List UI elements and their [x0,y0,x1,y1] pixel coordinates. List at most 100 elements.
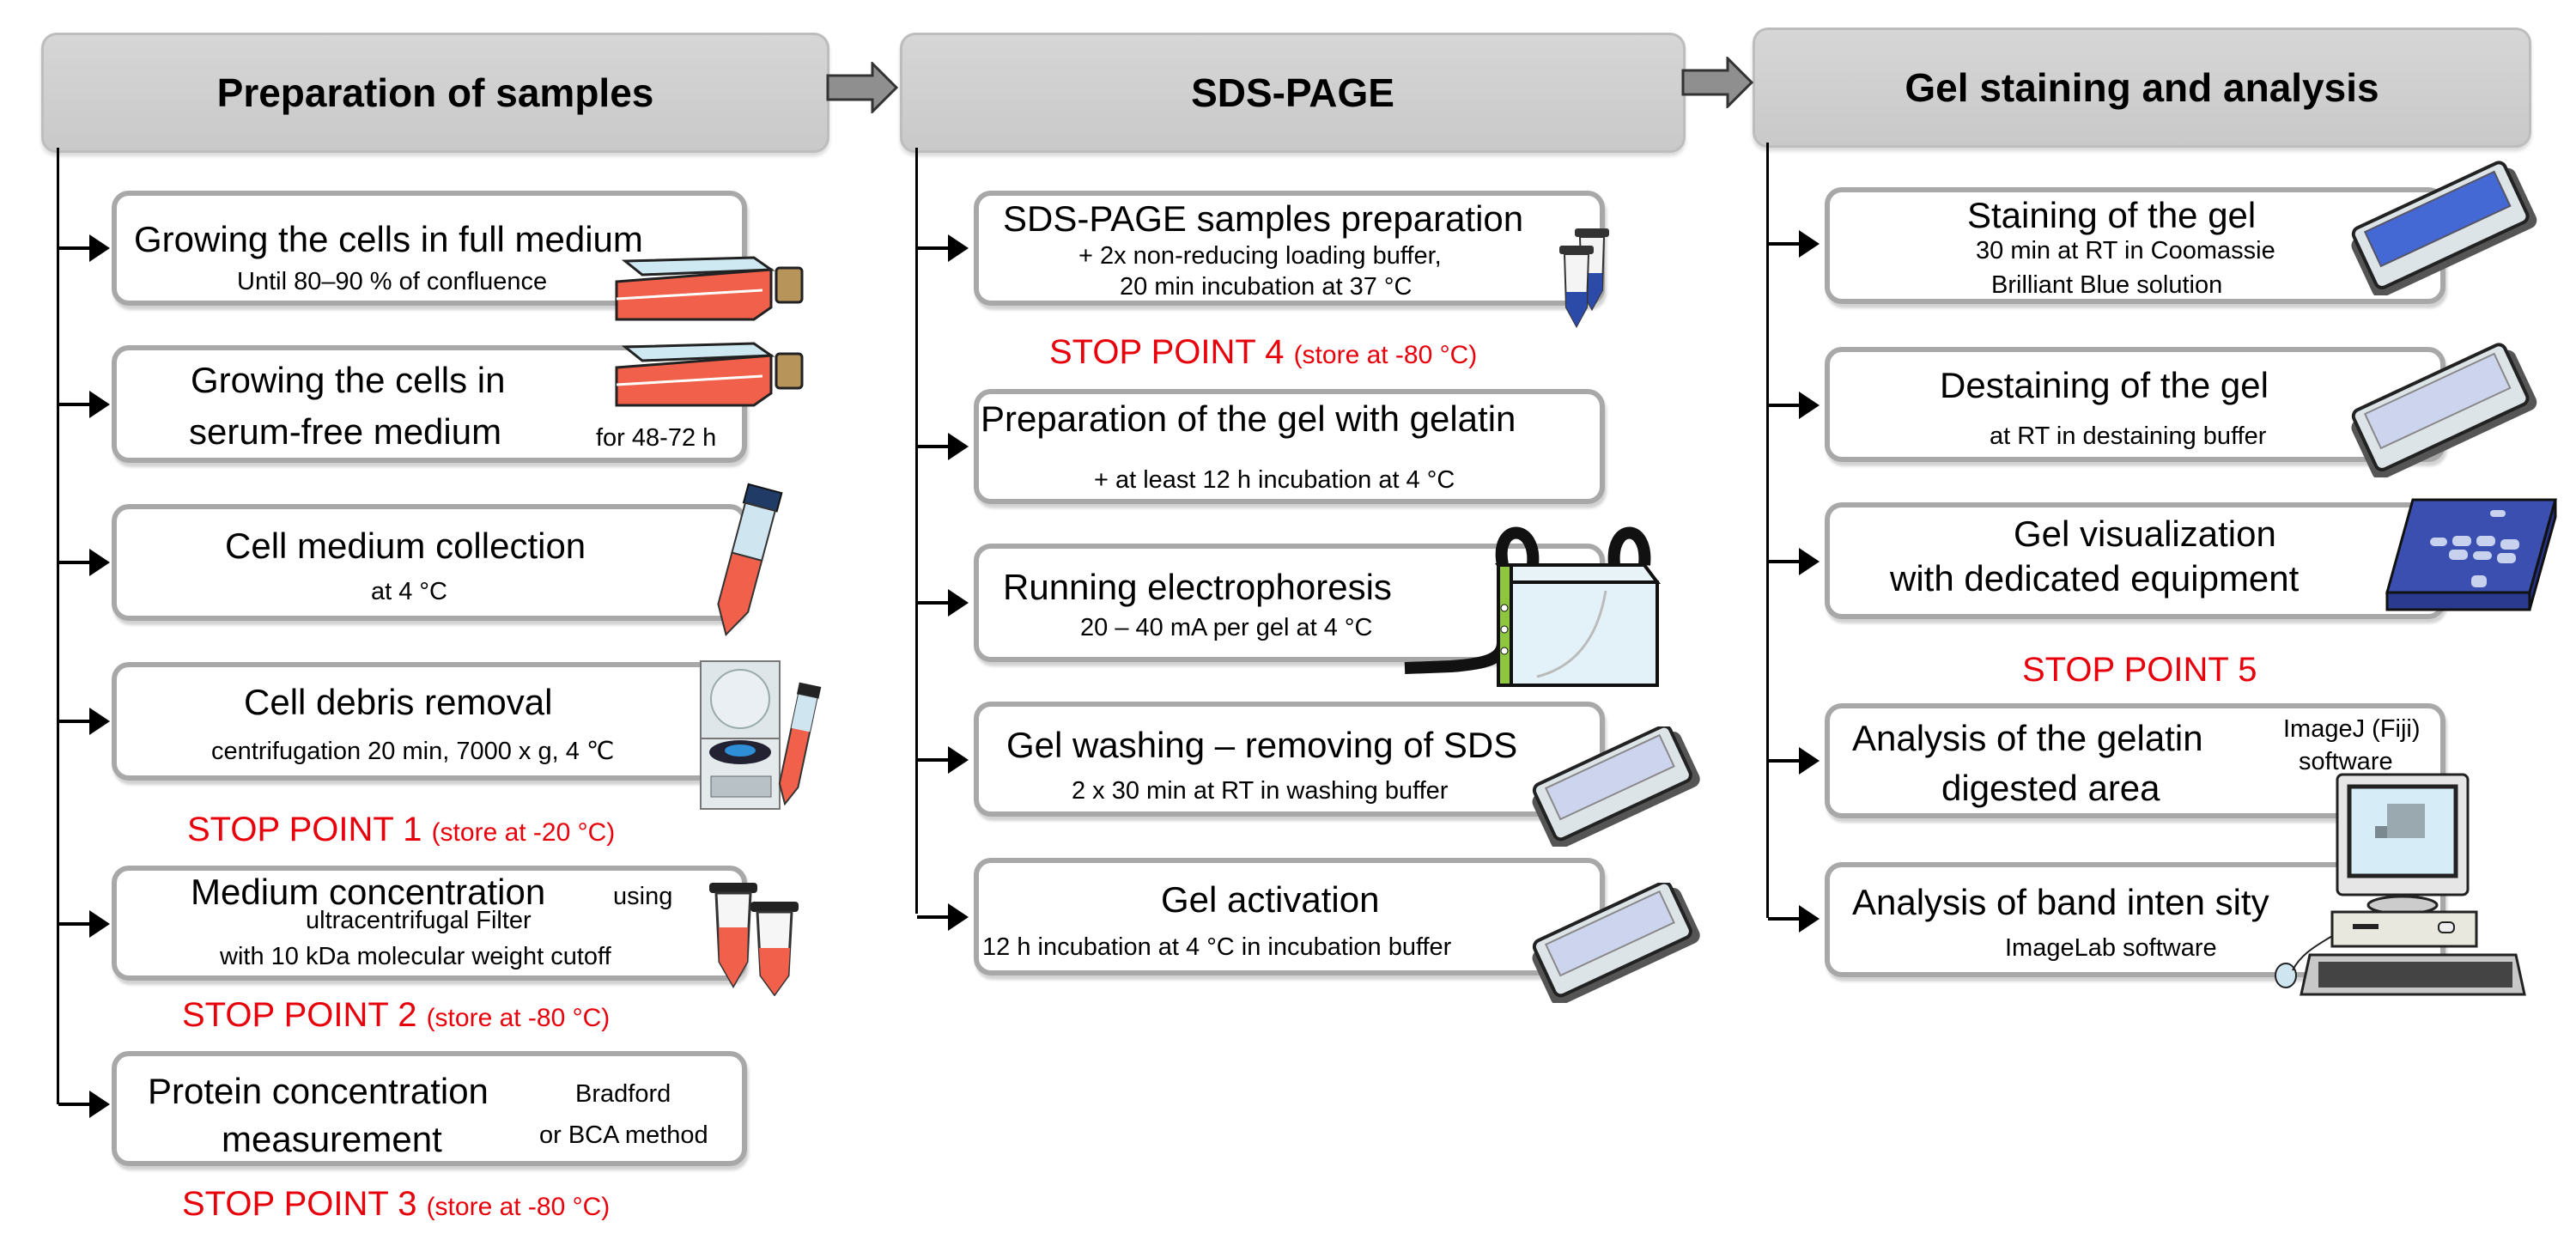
flow-connector-line [915,148,918,914]
stop-point-note: (store at -20 °C) [431,818,616,847]
phase-arrow-icon [1681,57,1753,108]
stop-point-label: STOP POINT 1 [187,811,422,848]
microtubes-icon [1559,228,1609,328]
flow-arrow-icon [58,708,110,735]
step-title-line-1: Analysis of the gelatin [1852,718,2203,758]
step-detail-line-1: ultracentrifugal Filter [306,907,532,934]
gel-tray-icon [1532,726,1700,847]
stop-point-2: STOP POINT 2 (store at -80 °C) [182,998,610,1032]
step-title: Staining of the gel [1967,195,2257,235]
step-box-staining: Staining of the gel 30 min at RT in Coom… [1825,187,2445,304]
stop-point-note: (store at -80 °C) [426,1193,611,1221]
step-title-line-2: measurement [222,1119,442,1159]
falcon-tube-icon [717,483,783,637]
centrifuge-icon [700,660,822,810]
step-title: Gel washing – removing of SDS [1006,725,1518,765]
stop-point-note: (store at -80 °C) [1293,341,1478,369]
step-title-line-2: digested area [1941,768,2160,808]
step-detail: 2 x 30 min at RT in washing buffer [1072,777,1449,805]
stop-point-5: STOP POINT 5 [2022,653,2257,687]
gel-image-icon [2385,498,2557,611]
step-detail: + at least 12 h incubation at 4 °C [1094,466,1455,494]
stop-point-3: STOP POINT 3 (store at -80 °C) [182,1187,610,1221]
step-detail: 12 h incubation at 4 °C in incubation bu… [982,933,1452,961]
step-box-visualization: Gel visualization with dedicated equipme… [1825,502,2445,619]
phase-header-staining-analysis: Gel staining and analysis [1753,27,2531,148]
step-detail: ImageLab software [2005,934,2217,962]
step-title: Medium concentration [191,872,546,912]
electrophoresis-tank-icon [1404,526,1661,687]
phase-title: Preparation of samples [216,70,654,115]
step-detail-line-1: + 2x non-reducing loading buffer, [1078,242,1442,270]
step-detail-line-2: or BCA method [539,1121,708,1149]
step-detail-line-2: with 10 kDa molecular weight cutoff [220,943,611,970]
step-title: Gel activation [1161,879,1380,920]
step-title-line-2: serum-free medium [189,411,502,452]
step-box-medium-collection: Cell medium collection at 4 °C [112,504,747,621]
flow-arrow-icon [58,549,110,576]
step-detail-line-2: 20 min incubation at 37 °C [1120,273,1413,301]
step-title: SDS-PAGE samples preparation [1003,198,1524,239]
step-title: Analysis of band inten sity [1852,882,2269,922]
phase-header-sds-page: SDS-PAGE [900,33,1686,153]
flow-connector-line [1766,143,1769,918]
step-detail: at RT in destaining buffer [1990,422,2267,450]
flow-arrow-icon [917,903,969,931]
step-detail: for 48-72 h [596,424,717,452]
gel-tray-icon [2351,343,2537,477]
step-box-gel-preparation: Preparation of the gel with gelatin + at… [974,389,1605,504]
step-title-line-1: Protein concentration [148,1071,489,1111]
flow-connector-line [57,148,59,1104]
culture-flask-icon [615,342,804,407]
step-box-protein-concentration: Protein concentration measurement Bradfo… [112,1051,747,1166]
step-detail: centrifugation 20 min, 7000 x g, 4 ℃ [211,738,615,765]
step-title-line-2: with dedicated equipment [1890,558,2300,599]
step-box-gel-activation: Gel activation 12 h incubation at 4 °C i… [974,858,1605,975]
flow-arrow-icon [1768,230,1820,258]
step-title: Cell debris removal [244,682,553,722]
stop-point-label: STOP POINT 2 [182,996,417,1034]
step-title-suffix: using [613,883,673,910]
flow-arrow-icon [1768,747,1820,775]
step-title: Destaining of the gel [1940,365,2269,405]
phase-header-preparation: Preparation of samples [41,33,829,153]
flow-arrow-icon [917,433,969,460]
step-title: Preparation of the gel with gelatin [981,398,1516,439]
step-box-sample-prep: SDS-PAGE samples preparation + 2x non-re… [974,191,1605,306]
step-detail-line-2: Brilliant Blue solution [1991,271,2223,299]
stop-point-label: STOP POINT 5 [2022,651,2257,689]
gel-tray-icon [1532,883,1700,1003]
flow-arrow-icon [917,589,969,617]
step-title-line-1: Growing the cells in [191,360,506,400]
stop-point-label: STOP POINT 3 [182,1185,417,1223]
flow-arrow-icon [58,1091,110,1118]
step-box-destaining: Destaining of the gel at RT in destainin… [1825,347,2445,462]
flow-arrow-icon [1768,548,1820,575]
step-box-medium-concentration: Medium concentration using ultracentrifu… [112,866,747,981]
flow-arrow-icon [58,910,110,938]
flow-arrow-icon [917,234,969,262]
computer-icon [2275,773,2526,996]
stop-point-1: STOP POINT 1 (store at -20 °C) [187,812,615,847]
staining-tray-icon [2351,161,2537,295]
step-title: Running electrophoresis [1003,567,1392,607]
step-detail: 20 – 40 mA per gel at 4 °C [1080,614,1373,641]
step-detail: at 4 °C [371,578,447,605]
step-box-debris-removal: Cell debris removal centrifugation 20 mi… [112,662,747,781]
microtubes-icon [709,883,799,996]
flow-arrow-icon [58,234,110,262]
stop-point-note: (store at -80 °C) [426,1004,611,1032]
flow-arrow-icon [58,391,110,418]
step-detail-line-1: ImageJ (Fiji) [2283,715,2421,743]
culture-flask-icon [615,256,804,321]
step-detail: Until 80–90 % of confluence [237,268,548,295]
flow-arrow-icon [1768,392,1820,419]
step-title: Growing the cells in full medium [134,219,643,259]
phase-arrow-icon [826,62,898,113]
step-box-growing-full-medium: Growing the cells in full medium Until 8… [112,191,747,306]
phase-title: Gel staining and analysis [1905,65,2379,110]
flow-arrow-icon [1768,905,1820,933]
step-detail-line-1: 30 min at RT in Coomassie [1976,237,2275,264]
stop-point-label: STOP POINT 4 [1049,333,1285,371]
stop-point-4: STOP POINT 4 (store at -80 °C) [1049,335,1477,369]
